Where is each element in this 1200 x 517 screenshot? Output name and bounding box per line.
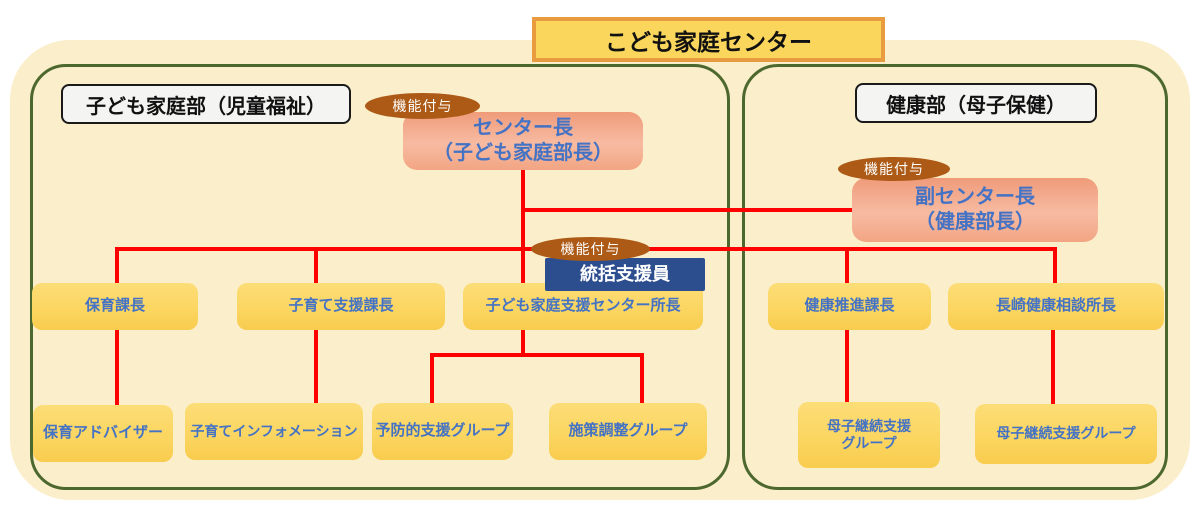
connector-to-deputy [521, 208, 854, 212]
node-maternal-child-support-group-2: 母子継続支援グループ [975, 404, 1157, 464]
section-label-child-family: 子ども家庭部（児童福祉） [61, 84, 351, 124]
badge-function-granted-1: 機能付与 [365, 93, 480, 119]
node-title: 子ども家庭支援センター所長 [485, 297, 681, 315]
node-title: 予防的支援グループ [375, 422, 510, 440]
node-parenting-information: 子育てインフォメーション [185, 403, 363, 460]
connector-stub-kenko [845, 247, 849, 285]
node-title: 母子継続支援 [827, 417, 911, 434]
badge-function-granted-2: 機能付与 [838, 157, 950, 181]
node-nagasaki-health-consult-director: 長崎健康相談所長 [948, 283, 1164, 330]
connector-shocho-down [521, 330, 525, 357]
connector-stub-hoiku [115, 247, 119, 285]
node-preventive-support-group: 予防的支援グループ [372, 403, 513, 460]
section-label-health: 健康部（母子保健） [855, 83, 1097, 123]
connector-hoiku-advisor [115, 330, 119, 407]
badge-text: 機能付与 [560, 241, 621, 257]
connector-shocho-split [430, 353, 644, 357]
page-title-label: こども家庭センター [605, 28, 812, 55]
connector-to-yobou [430, 353, 434, 405]
node-childcare-advisor: 保育アドバイザー [33, 405, 173, 462]
connector-nagasaki-boshi2 [1051, 330, 1055, 406]
node-health-promotion-chief: 健康推進課長 [768, 283, 931, 330]
connector-kenko-boshi1 [845, 330, 849, 404]
node-title: 施策調整グループ [568, 422, 688, 440]
node-childcare-section-chief: 保育課長 [32, 283, 198, 330]
node-title: センター長 [473, 117, 573, 139]
section-label-text: 子ども家庭部（児童福祉） [86, 95, 326, 118]
connector-center-head-down [521, 168, 525, 285]
section-child-family-dept [30, 64, 730, 490]
node-title: 統括支援員 [580, 264, 670, 285]
badge-text: 機能付与 [392, 98, 453, 114]
badge-function-granted-3: 機能付与 [531, 237, 650, 261]
node-title: 長崎健康相談所長 [995, 297, 1116, 315]
connector-to-shisaku [640, 353, 644, 405]
node-title: 副センター長 [915, 186, 1035, 208]
node-maternal-child-support-group-1: 母子継続支援 グループ [798, 402, 940, 468]
node-parenting-support-chief: 子育て支援課長 [237, 283, 445, 330]
node-general-coordinator: 統括支援員 [545, 258, 705, 291]
connector-stub-kosodate [314, 247, 318, 285]
node-subtitle: （子ども家庭部長） [433, 142, 613, 164]
section-health-dept [742, 64, 1168, 490]
section-label-text: 健康部（母子保健） [886, 94, 1066, 117]
node-title: 保育アドバイザー [42, 424, 163, 442]
page-title: こども家庭センター [532, 17, 885, 62]
node-title: 母子継続支援グループ [996, 425, 1136, 442]
node-title: 子育てインフォメーション [190, 422, 358, 439]
connector-kosodate-info [314, 330, 318, 405]
connector-stub-nagasaki [1053, 247, 1057, 285]
node-center-director: センター長 （子ども家庭部長） [403, 112, 643, 170]
node-deputy-director: 副センター長 （健康部長） [852, 178, 1098, 242]
node-policy-coordination-group: 施策調整グループ [549, 403, 707, 460]
node-subtitle: グループ [841, 435, 897, 451]
node-title: 健康推進課長 [804, 297, 895, 315]
badge-text: 機能付与 [864, 161, 924, 177]
node-title: 保育課長 [84, 297, 145, 315]
node-title: 子育て支援課長 [288, 297, 394, 315]
node-subtitle: （健康部長） [915, 211, 1035, 233]
